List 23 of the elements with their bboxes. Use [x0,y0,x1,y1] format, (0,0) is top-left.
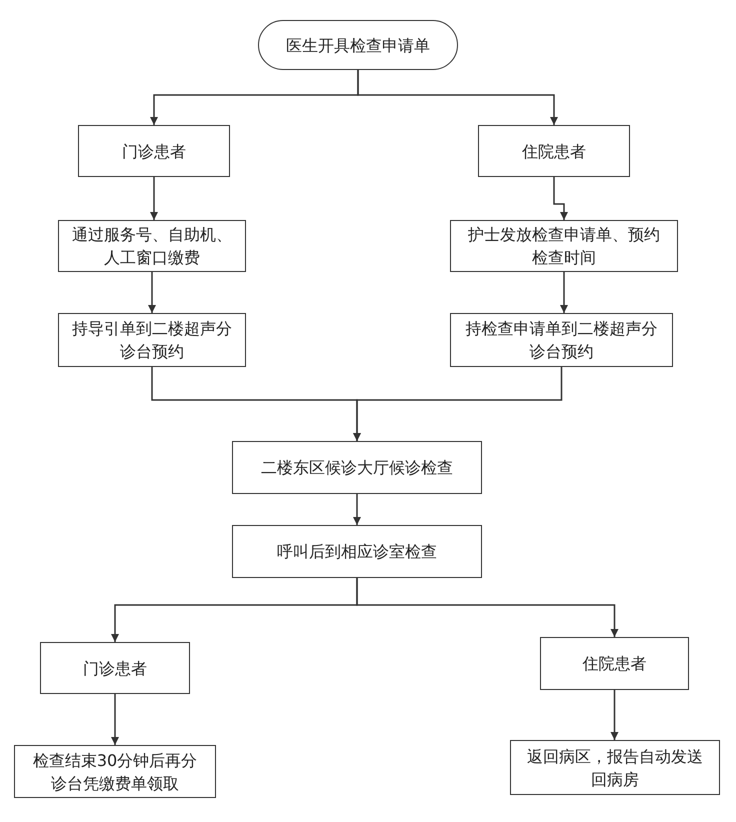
arrow [111,694,119,745]
process-box: 住院患者 [540,637,689,690]
process-box: 住院患者 [478,125,630,177]
process-box: 二楼东区候诊大厅候诊检查 [232,441,482,494]
arrow [150,177,158,220]
process-box: 呼叫后到相应诊室检查 [232,525,482,578]
arrow [357,70,558,125]
process-box: 通过服务号、自助机、人工窗口缴费 [58,220,246,272]
process-box: 检查结束30分钟后再分诊台凭缴费单领取 [14,745,216,798]
arrow [353,494,361,525]
process-box: 门诊患者 [78,125,230,177]
process-box: 持检查申请单到二楼超声分诊台预约 [450,313,673,367]
arrow [356,578,618,637]
arrow [148,272,156,313]
arrow [560,272,568,313]
arrow [553,177,568,220]
arrow [353,367,562,441]
process-box: 护士发放检查申请单、预约检查时间 [450,220,678,272]
process-box: 门诊患者 [40,642,190,694]
process-box: 返回病区，报告自动发送回病房 [510,740,720,795]
process-box: 持导引单到二楼超声分诊台预约 [58,313,246,367]
start-box: 医生开具检查申请单 [258,20,458,70]
arrow [610,690,618,740]
